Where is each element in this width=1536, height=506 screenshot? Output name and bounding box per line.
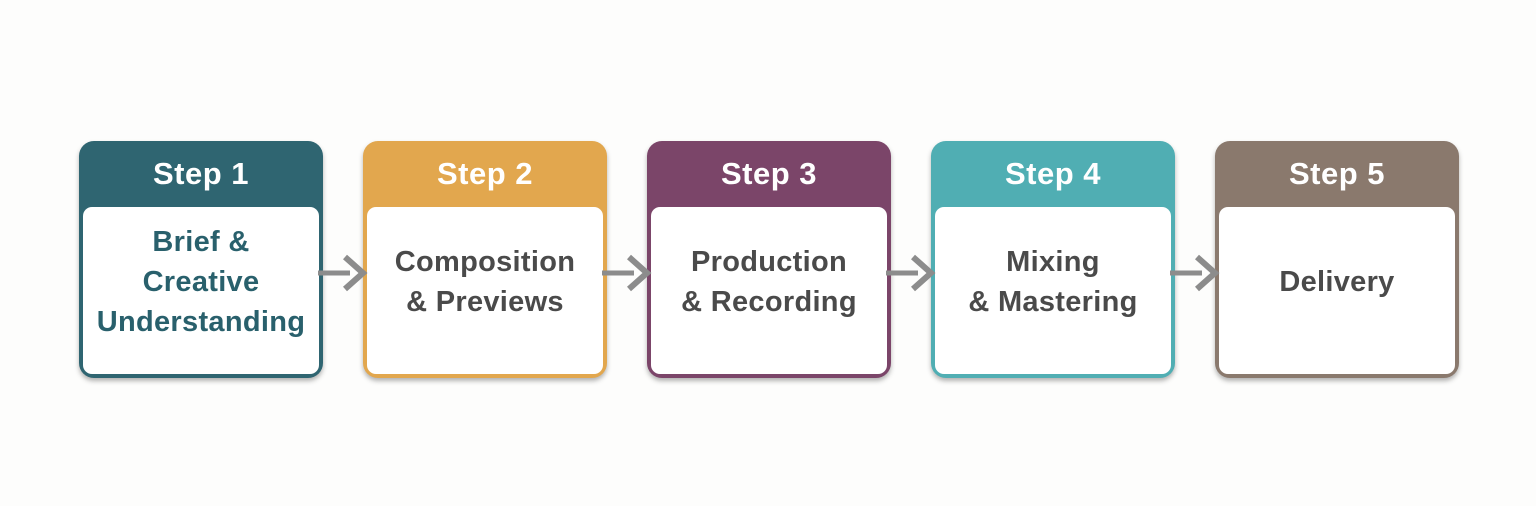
- step-1-title: Step 1: [152, 156, 250, 191]
- step-3-body: Production & Recording: [651, 207, 887, 374]
- step-1-header: Step 1: [79, 141, 323, 207]
- step-4-header: Step 4: [931, 141, 1175, 207]
- step-4-title: Step 4: [1004, 156, 1102, 191]
- arrow-right-icon: [1170, 141, 1220, 378]
- step-2-body: Composition & Previews: [367, 207, 603, 374]
- step-4-body: Mixing & Mastering: [935, 207, 1171, 374]
- step-5-label: Delivery: [1279, 265, 1395, 298]
- step-card-5: Step 5 Delivery: [1215, 141, 1459, 378]
- step-1-body: Brief & Creative Understanding: [83, 207, 319, 374]
- step-card-3: Step 3 Production & Recording: [647, 141, 891, 378]
- arrow-right-icon: [886, 141, 936, 378]
- step-2-header: Step 2: [363, 141, 607, 207]
- step-3-header: Step 3: [647, 141, 891, 207]
- step-5-body: Delivery: [1219, 207, 1455, 374]
- arrow-right-icon: [602, 141, 652, 378]
- step-2-label: Composition & Previews: [394, 245, 576, 318]
- step-5-header: Step 5: [1215, 141, 1459, 207]
- steps-row: Step 1 Brief & Creative Understanding St…: [79, 141, 1459, 378]
- step-3-title: Step 3: [720, 156, 818, 191]
- step-card-2: Step 2 Composition & Previews: [363, 141, 607, 378]
- step-card-4: Step 4 Mixing & Mastering: [931, 141, 1175, 378]
- step-2-title: Step 2: [436, 156, 534, 191]
- step-5-title: Step 5: [1288, 156, 1386, 191]
- arrow-right-icon: [318, 141, 368, 378]
- step-4-label: Mixing & Mastering: [968, 245, 1138, 318]
- step-card-1: Step 1 Brief & Creative Understanding: [79, 141, 323, 378]
- step-3-label: Production & Recording: [681, 245, 857, 318]
- step-1-label: Brief & Creative Understanding: [96, 225, 306, 338]
